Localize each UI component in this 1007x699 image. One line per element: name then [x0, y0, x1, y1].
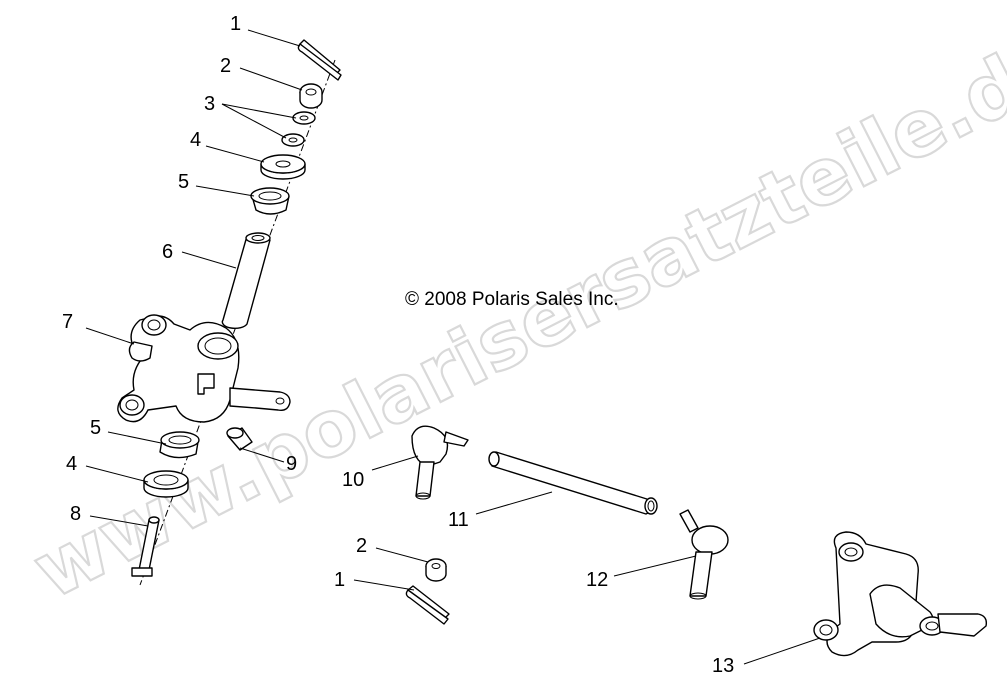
spindle-sleeve — [221, 232, 271, 329]
callout-labels: 1 2 3 4 5 6 7 5 4 8 9 10 11 12 2 1 13 — [62, 13, 734, 677]
callout-9: 9 — [286, 453, 297, 475]
callout-10: 10 — [342, 469, 364, 491]
callout-2-bottom: 2 — [356, 535, 367, 557]
tie-rod-end-left — [411, 425, 469, 500]
steering-spindle — [117, 314, 291, 423]
callout-5-bottom: 5 — [90, 417, 101, 439]
copyright-text: © 2008 Polaris Sales Inc. — [405, 289, 619, 310]
castle-nut-bottom — [425, 558, 447, 582]
cotter-pin-bottom — [405, 585, 450, 625]
callout-8: 8 — [70, 503, 81, 525]
steering-spindle-right — [813, 531, 988, 657]
callout-1-top: 1 — [230, 13, 241, 35]
watermark-text: www.polarisersatzteile.de — [20, 15, 1007, 617]
callout-12: 12 — [586, 569, 608, 591]
callout-1-bottom: 1 — [334, 569, 345, 591]
thrust-washer-bottom — [143, 470, 189, 498]
leader-lines — [85, 29, 821, 665]
grease-plug — [226, 427, 253, 451]
bushing-top — [250, 187, 290, 215]
callout-4-top: 4 — [190, 129, 201, 151]
callout-6: 6 — [162, 241, 173, 263]
kingpin-bolt — [131, 516, 160, 577]
callout-3: 3 — [204, 93, 215, 115]
callout-11: 11 — [448, 509, 469, 531]
bushing-bottom — [159, 431, 200, 459]
callout-2-top: 2 — [220, 55, 231, 77]
callout-5-top: 5 — [178, 171, 189, 193]
kingpin-assembly — [117, 39, 342, 586]
tie-rod-end-right — [679, 509, 729, 600]
tie-rod-tube — [488, 451, 658, 515]
callout-7: 7 — [62, 311, 73, 333]
callout-4-bottom: 4 — [66, 453, 77, 475]
thrust-washer-top — [260, 154, 306, 180]
callout-13: 13 — [712, 655, 734, 677]
washers-small — [281, 111, 316, 147]
castle-nut-top — [299, 83, 323, 109]
